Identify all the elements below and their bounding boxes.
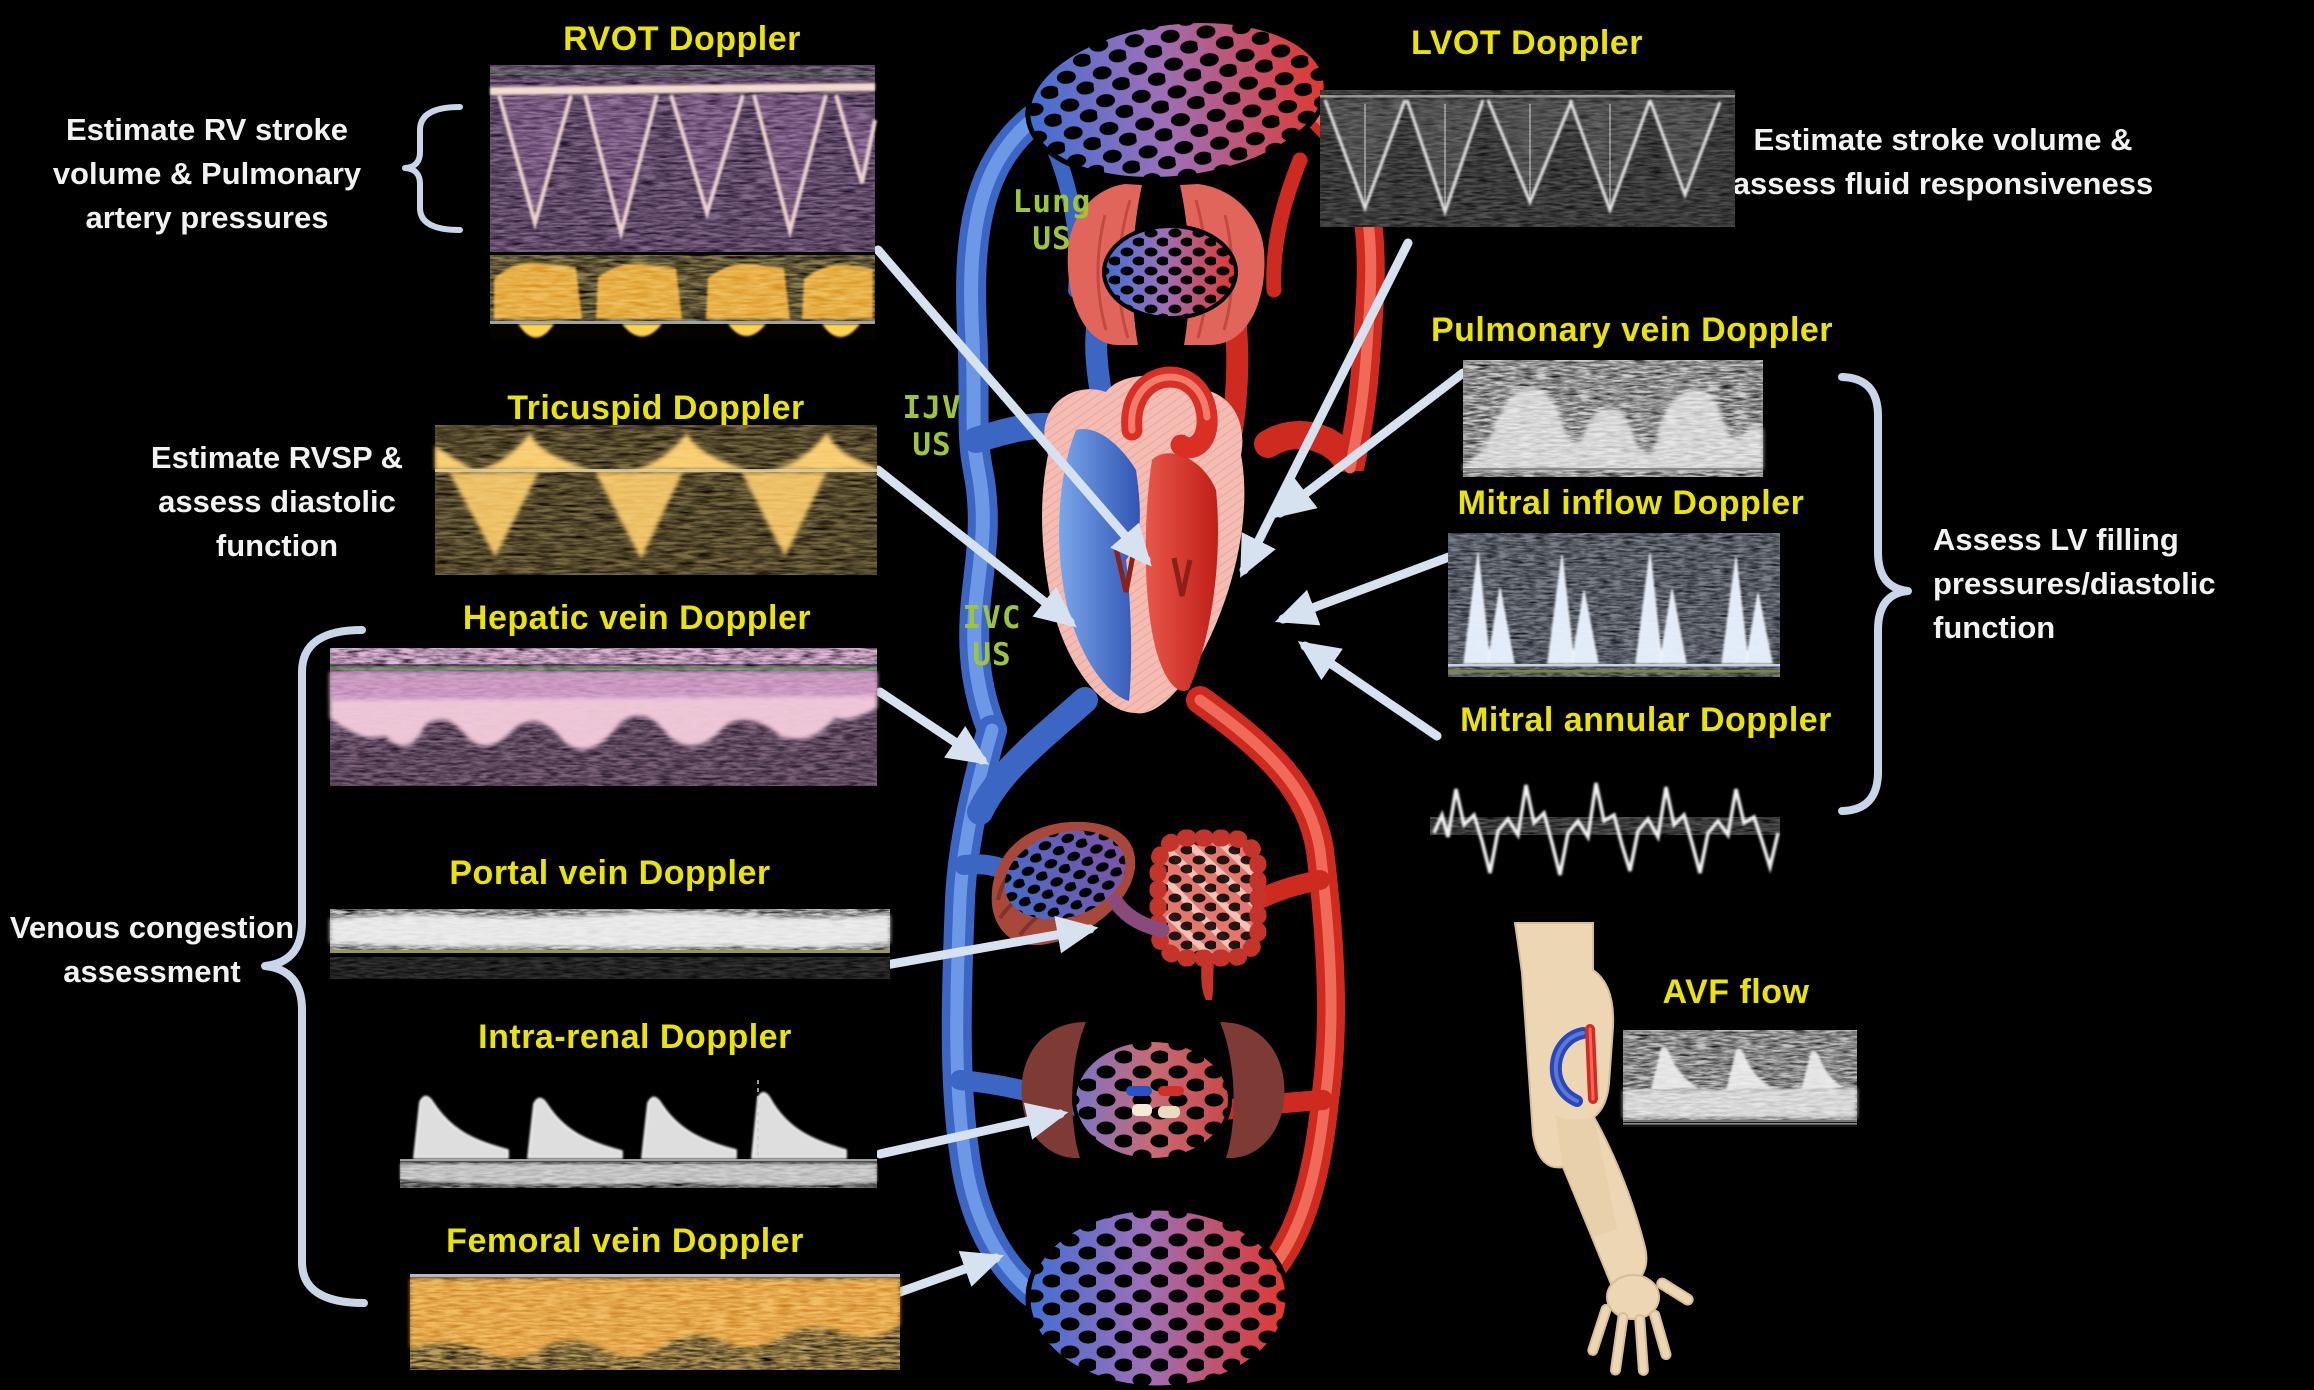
lower-capillary-bed (1025, 1205, 1291, 1390)
avf-flow-image (1623, 1030, 1857, 1127)
mitral-inflow-doppler-image (1448, 533, 1780, 677)
arrow-lvot-to-heart (1239, 238, 1413, 578)
avf-flow-label: AVF flow (1662, 973, 1810, 1011)
lung-us-label: Lung US (1013, 184, 1092, 258)
annotation-line: assess fluid responsiveness (1732, 166, 2154, 201)
ijv-us-line2: US (912, 427, 952, 463)
mitral-annular-doppler-label: Mitral annular Doppler (1460, 701, 1832, 739)
annotation-venous-congestion: Venous congestion assessment (10, 906, 294, 994)
arrow-rvot-to-heart (873, 245, 1152, 567)
lung-us-line2: US (1032, 221, 1072, 257)
portal-vein-doppler-label: Portal vein Doppler (449, 854, 771, 892)
hepatic-vein-doppler-image (330, 648, 877, 786)
arm-sleeve-shade (1555, 1115, 1617, 1237)
arrow-renal-to-kidney (875, 1102, 1069, 1159)
annotation-line: Estimate stroke volume & (1753, 122, 2133, 157)
annotation-line: Estimate RV stroke (65, 112, 348, 147)
annotation-rvsp: Estimate RVSP & assess diastolic functio… (151, 436, 403, 568)
ivc-us-line1: IVC (962, 600, 1022, 636)
rvot-doppler-label: RVOT Doppler (563, 20, 801, 58)
ivc-us-line2: US (972, 637, 1012, 673)
annotation-line: Venous congestion (9, 910, 295, 945)
hepatic-vein-doppler-label: Hepatic vein Doppler (462, 599, 812, 637)
annotation-line: pressures/diastolic (1933, 566, 2216, 601)
arrow-femoral-to-vessel (895, 1251, 1005, 1297)
femoral-vein-doppler-label: Femoral vein Doppler (446, 1222, 804, 1260)
pulmonary-capillary-bed (1102, 224, 1238, 320)
annotation-line: Assess LV filling (1933, 522, 2179, 557)
annotation-line: assess diastolic (158, 484, 396, 519)
hand-shape (1587, 1274, 1694, 1376)
pulmonary-vein-doppler-label: Pulmonary vein Doppler (1430, 311, 1834, 349)
arm-avf-illustration (1513, 922, 1694, 1376)
ivc-us-label: IVC US (963, 600, 1022, 674)
brace-lv-filling (1838, 373, 1912, 815)
annotation-rv-stroke: Estimate RV stroke volume & Pulmonary ar… (53, 108, 361, 240)
brace-rv-stroke (402, 104, 463, 233)
arrow-tricuspid-to-heart (873, 465, 1077, 628)
annotation-stroke-volume: Estimate stroke volume & assess fluid re… (1733, 118, 2153, 206)
annotation-line: function (1933, 610, 2056, 645)
intra-renal-doppler-image (400, 1070, 877, 1190)
arm-shape (1513, 922, 1648, 1291)
kidneys-illustration (1021, 1022, 1285, 1162)
arrow-hepatic-to-liver (875, 687, 990, 765)
portal-vein-doppler-image (330, 905, 890, 985)
intra-renal-doppler-label: Intra-renal Doppler (478, 1018, 792, 1056)
lung-us-line1: Lung (1012, 184, 1092, 220)
ijv-us-label: IJV US (903, 390, 962, 464)
annotation-line: assessment (63, 954, 241, 989)
tricuspid-doppler-label: Tricuspid Doppler (507, 389, 805, 427)
pulmonary-vein-doppler-image (1463, 360, 1763, 477)
femoral-vein-doppler-image (410, 1270, 900, 1388)
mitral-annular-doppler-image (1430, 755, 1780, 885)
lvot-doppler-image (1320, 90, 1735, 227)
mitral-inflow-doppler-label: Mitral inflow Doppler (1457, 484, 1805, 522)
arrow-pulmvein-to-heart (1273, 368, 1468, 519)
av-fistula-icon (1549, 1024, 1598, 1107)
tricuspid-doppler-image (435, 425, 877, 575)
annotation-line: artery pressures (85, 200, 329, 235)
lvot-doppler-label: LVOT Doppler (1410, 24, 1644, 62)
annotation-line: Estimate RVSP & (150, 440, 404, 475)
arrow-portal-to-liver (875, 915, 1099, 971)
rvot-doppler-image (490, 65, 877, 340)
brace-venous-congestion (261, 626, 368, 1307)
annotation-lv-filling: Assess LV filling pressures/diastolic fu… (1933, 518, 2216, 650)
annotation-line: volume & Pulmonary (52, 156, 362, 191)
annotation-line: function (215, 528, 339, 563)
portal-vein-vessel (1108, 894, 1170, 938)
arrow-mitralinflow-to-heart (1274, 552, 1454, 626)
head-capillary-bed (1025, 17, 1329, 183)
ijv-us-line1: IJV (902, 390, 962, 426)
liver-illustration (991, 821, 1136, 946)
intestine-illustration (1149, 829, 1267, 1000)
arrow-mitralannular-to-heart (1297, 641, 1442, 741)
systemic-vein-blue (941, 103, 1116, 1307)
